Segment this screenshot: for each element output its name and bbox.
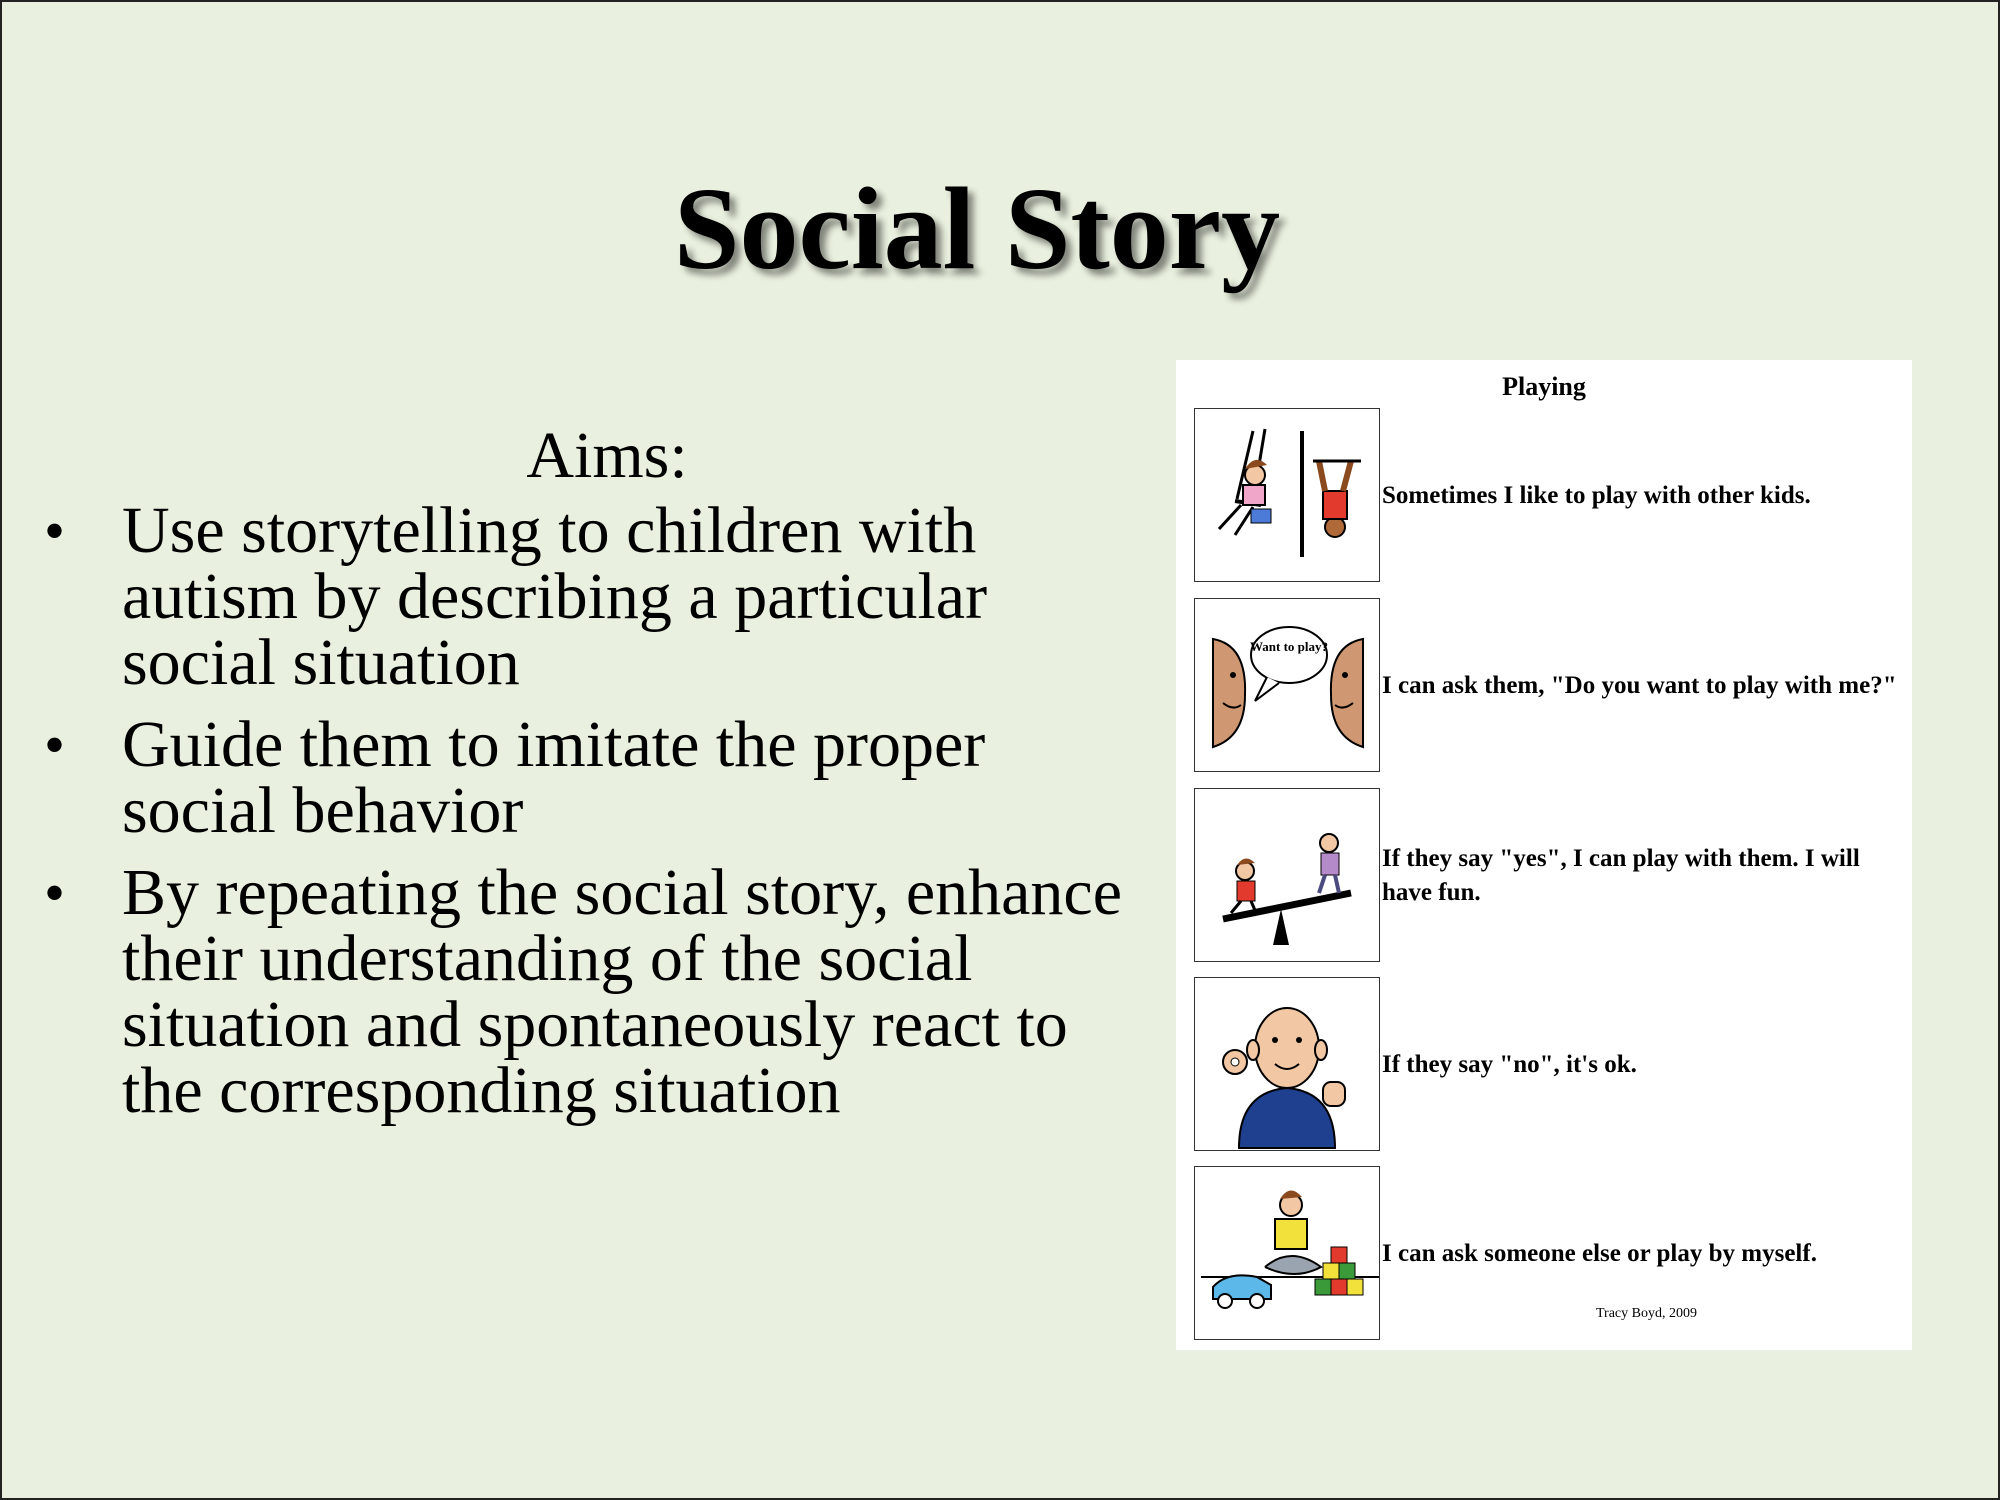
story-item-3: If they say "yes", I can play with them.… <box>1194 788 1904 964</box>
story-item-text: I can ask someone else or play by myself… <box>1382 1240 1817 1267</box>
ok-sign-icon <box>1194 977 1380 1151</box>
aims-list: • Use storytelling to children with auti… <box>42 498 1132 1124</box>
slide-title: Social Story <box>673 163 1281 294</box>
story-item-text: If they say "no", it's ok. <box>1382 1051 1637 1078</box>
swing-icon <box>1194 408 1380 582</box>
seesaw-icon <box>1194 788 1380 962</box>
speech-bubble-text: Want to play? <box>1250 639 1328 654</box>
aims-heading: Aims: <box>526 419 688 492</box>
story-credit: Tracy Boyd, 2009 <box>1596 1306 1697 1321</box>
bullet-text: By repeating the social story, enhance t… <box>122 856 1123 1127</box>
aims-bullet-1: • Use storytelling to children with auti… <box>42 498 1132 696</box>
aims-bullet-2: • Guide them to imitate the proper socia… <box>42 712 1132 844</box>
story-item-text: I can ask them, "Do you want to play wit… <box>1382 672 1897 699</box>
aims-section: Aims: • Use storytelling to children wit… <box>42 420 1132 1140</box>
story-item-4: If they say "no", it's ok. <box>1194 977 1904 1153</box>
social-story-card: Playing <box>1176 360 1912 1350</box>
play-alone-icon <box>1194 1166 1380 1340</box>
bullet-dot: • <box>44 498 66 564</box>
story-item-5: I can ask someone else or play by myself… <box>1194 1166 1904 1342</box>
bullet-dot: • <box>44 712 66 778</box>
story-card-title: Playing <box>1502 372 1586 401</box>
story-item-text: If they say "yes", I can play with them.… <box>1382 845 1860 906</box>
story-item-2: Want to play? I can ask them, "Do you wa… <box>1194 598 1904 774</box>
want-to-play-icon: Want to play? <box>1194 598 1380 772</box>
bullet-text: Guide them to imitate the proper social … <box>122 708 986 847</box>
aims-bullet-3: • By repeating the social story, enhance… <box>42 860 1132 1124</box>
story-item-text: Sometimes I like to play with other kids… <box>1382 482 1811 509</box>
bullet-dot: • <box>44 860 66 926</box>
story-item-1: Sometimes I like to play with other kids… <box>1194 408 1904 584</box>
bullet-text: Use storytelling to children with autism… <box>122 494 988 699</box>
